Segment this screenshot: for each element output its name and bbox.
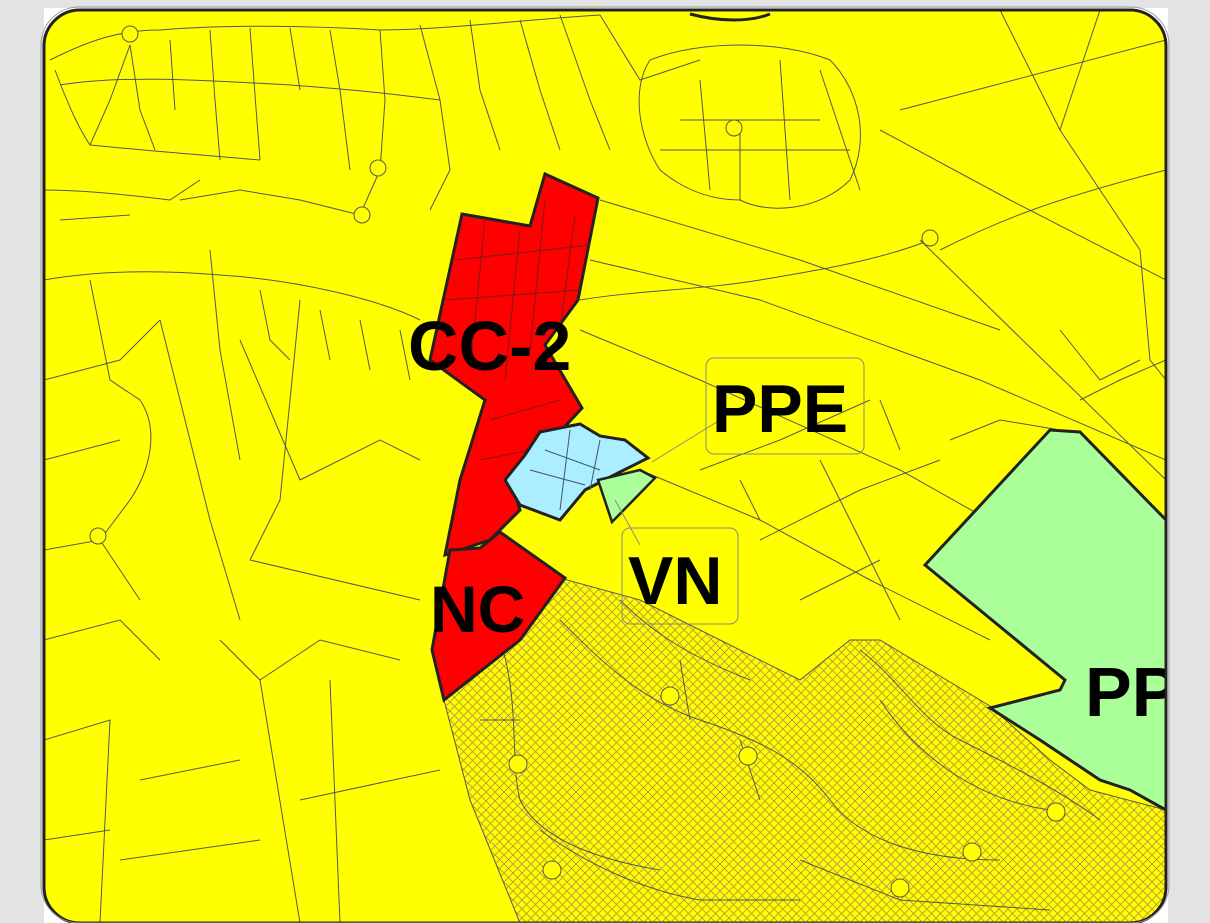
vn-parcel-lines <box>529 429 601 511</box>
zone-preserve-small-area <box>596 468 658 525</box>
ppe-leader-line <box>651 419 721 463</box>
zone-pp-area <box>922 428 1166 813</box>
ppe-label-box <box>705 357 865 455</box>
map-frame <box>42 8 1168 923</box>
zone-nc-area <box>430 530 568 703</box>
map-frame-outer <box>40 6 1170 923</box>
cc2-parcel-lines <box>444 199 591 461</box>
label-cc2: CC-2 <box>408 307 571 385</box>
label-pp: PP <box>1085 653 1178 731</box>
top-boundary-fragment <box>689 12 771 22</box>
label-ppe: PPE <box>712 371 848 447</box>
vn-leader-line <box>614 499 641 546</box>
hatched-overlay-area <box>443 577 1166 923</box>
label-vn: VN <box>628 543 722 619</box>
label-nc: NC <box>430 572 525 646</box>
vn-label-box <box>621 527 739 625</box>
cul-de-sacs <box>89 25 1066 898</box>
parcel-lines <box>44 10 1166 923</box>
